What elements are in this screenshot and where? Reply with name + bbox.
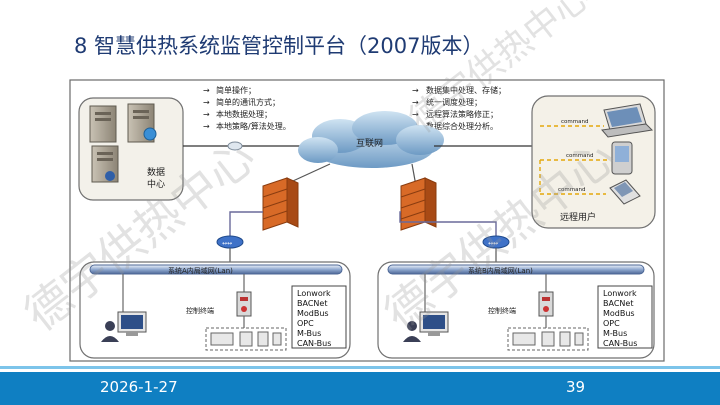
- command-label: command: [558, 187, 585, 193]
- svg-text:↔↔: ↔↔: [222, 240, 232, 247]
- router-icon: ↔↔: [216, 235, 244, 249]
- internet-cloud-icon: [298, 111, 444, 168]
- svg-text:→: →: [412, 86, 419, 95]
- svg-text:→: →: [203, 122, 210, 131]
- protocol-box-b: [597, 285, 653, 349]
- left-notes: → 简单操作； → 简单的通讯方式； → 本地数据处理； → 本地策略/算法处理…: [203, 85, 291, 131]
- control-terminal-label: 控制终端: [488, 306, 516, 315]
- left-note: 简单操作；: [216, 85, 256, 95]
- right-note: 数据综合处理分析。: [426, 121, 498, 131]
- protocol-box-a: [291, 285, 347, 349]
- protocol-item: OPC: [297, 319, 314, 328]
- footer-accent-line: [0, 366, 720, 369]
- remote-user-label: 远程用户: [560, 211, 596, 223]
- laptop-icon: [601, 103, 654, 138]
- protocol-item: BACNet: [297, 299, 327, 308]
- protocol-item: BACNet: [603, 299, 633, 308]
- internet-label: 互联网: [356, 138, 383, 149]
- controller-icon: [538, 291, 554, 317]
- protocol-item: Lonwork: [297, 289, 331, 298]
- protocol-item: ModBus: [603, 309, 635, 318]
- protocol-item: CAN-Bus: [603, 339, 637, 348]
- svg-text:↔↔: ↔↔: [488, 240, 498, 247]
- device-icon: [210, 331, 282, 347]
- lan-a-label: 系统A内局域网(Lan): [168, 266, 233, 275]
- left-note: 简单的通讯方式；: [216, 97, 280, 107]
- field-devices-box: [507, 327, 589, 351]
- left-note: 本地策略/算法处理。: [216, 121, 291, 131]
- field-devices-box: [205, 327, 287, 351]
- slide-title: 8 智慧供热系统监管控制平台（2007版本）: [74, 34, 484, 58]
- protocol-item: Lonwork: [603, 289, 637, 298]
- device-icon: [512, 331, 584, 347]
- protocol-item: M-Bus: [603, 329, 627, 338]
- data-center-label-2: 中心: [147, 178, 165, 190]
- right-note: 数据集中处理、存储；: [426, 85, 506, 95]
- router-icon: ↔↔: [482, 235, 510, 249]
- lan-b-pipe: [387, 264, 645, 275]
- svg-text:→: →: [412, 98, 419, 107]
- system-a-box: [79, 261, 351, 359]
- left-note: 本地数据处理；: [216, 109, 272, 119]
- svg-text:→: →: [203, 86, 210, 95]
- svg-text:→: →: [203, 98, 210, 107]
- footer-date: 2026-1-27: [100, 378, 178, 396]
- phone-icon: [609, 179, 641, 205]
- controller-icon: [236, 291, 252, 317]
- footer-band: [0, 372, 720, 405]
- page-number: 39: [566, 378, 586, 396]
- pda-icon: [611, 141, 633, 175]
- right-note: 远程算法策略修正；: [426, 109, 498, 119]
- data-center-label-1: 数据: [147, 166, 165, 178]
- protocol-item: M-Bus: [297, 329, 321, 338]
- control-terminal-label: 控制终端: [186, 306, 214, 315]
- workstation-icon: [101, 311, 147, 342]
- right-note: 统一调度处理；: [426, 97, 482, 107]
- command-label: command: [566, 153, 593, 159]
- protocol-item: ModBus: [297, 309, 329, 318]
- workstation-icon: [403, 311, 449, 342]
- command-label: command: [561, 119, 588, 125]
- server-icon: [89, 103, 157, 183]
- firewall-icon: [400, 177, 437, 231]
- protocol-item: CAN-Bus: [297, 339, 331, 348]
- svg-text:→: →: [412, 110, 419, 119]
- system-b-box: [377, 261, 655, 359]
- protocol-item: OPC: [603, 319, 620, 328]
- svg-text:→: →: [203, 110, 210, 119]
- firewall-icon: [262, 177, 299, 231]
- lan-b-label: 系统B内局域网(Lan): [468, 266, 533, 275]
- lan-a-pipe: [89, 264, 343, 275]
